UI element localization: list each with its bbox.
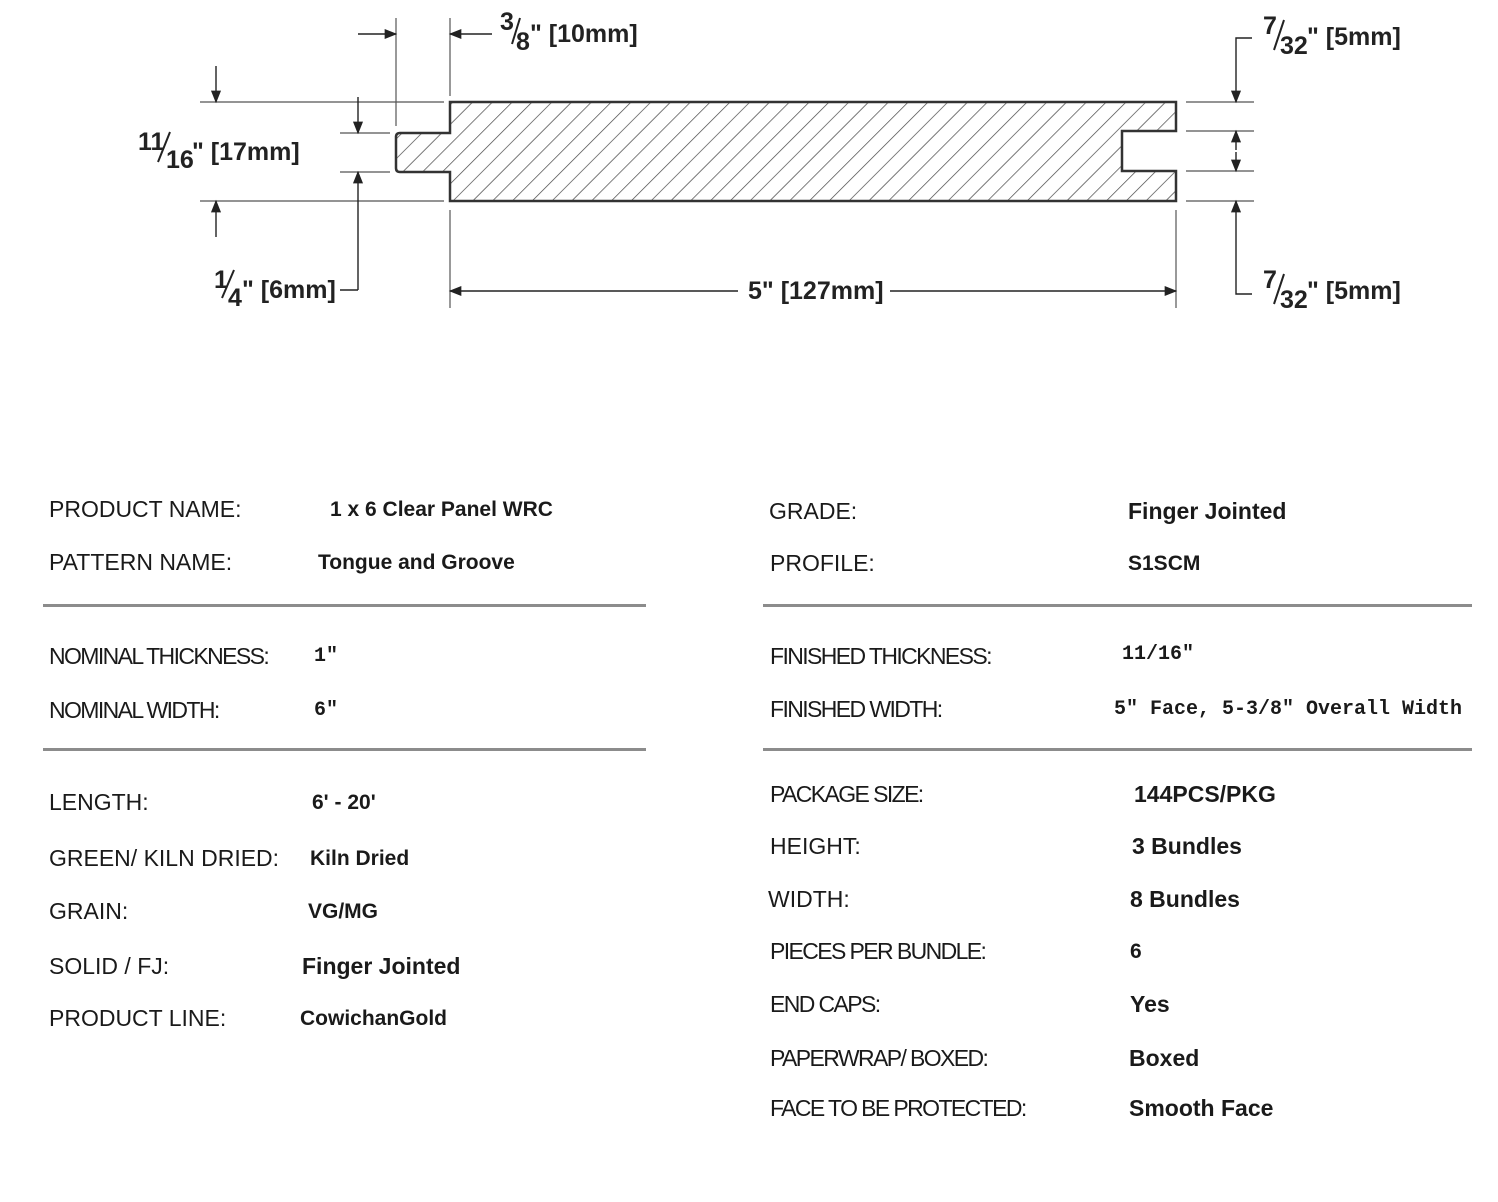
value-package-size: 144PCS/PKG: [1134, 781, 1276, 807]
dim-thickness: 11 16 " [17mm]: [138, 128, 300, 174]
value-height: 3 Bundles: [1132, 833, 1242, 859]
profile-drawing: 3 8 " [10mm] 7 32 " [5mm] 7 32 " [5mm] 1…: [138, 8, 1401, 314]
board-profile: [394, 100, 1178, 203]
value-end-caps: Yes: [1130, 991, 1170, 1017]
divider: [763, 604, 1472, 607]
svg-text:11: 11: [138, 128, 165, 156]
label-end-caps: END CAPS:: [770, 991, 881, 1017]
dim-tongue-thickness: 1 4 " [6mm]: [214, 266, 336, 312]
svg-text:16: 16: [166, 146, 194, 174]
label-green-kiln-dried: GREEN/ KILN DRIED:: [49, 845, 280, 871]
label-package-size: PACKAGE SIZE:: [770, 781, 924, 807]
value-profile: S1SCM: [1128, 552, 1201, 575]
svg-text:4: 4: [228, 284, 242, 312]
label-finished-thickness: FINISHED THICKNESS:: [770, 643, 993, 669]
dim-top-shoulder: 7 32 " [5mm]: [1263, 12, 1401, 60]
label-grade: GRADE:: [769, 498, 858, 524]
svg-text:7: 7: [1263, 12, 1277, 40]
divider: [763, 748, 1472, 751]
svg-text:" [5mm]: " [5mm]: [1307, 277, 1401, 305]
label-height: HEIGHT:: [770, 833, 861, 859]
svg-text:32: 32: [1280, 32, 1308, 60]
value-product-name: 1 x 6 Clear Panel WRC: [330, 498, 553, 521]
svg-text:" [6mm]: " [6mm]: [242, 276, 336, 304]
label-profile: PROFILE:: [770, 550, 875, 576]
value-finished-thickness: 11/16": [1122, 643, 1195, 666]
value-paperwrap-boxed: Boxed: [1129, 1045, 1200, 1071]
label-face-to-be-protected: FACE TO BE PROTECTED:: [770, 1095, 1027, 1121]
svg-text:32: 32: [1280, 286, 1308, 314]
svg-text:7: 7: [1263, 266, 1277, 294]
label-nominal-width: NOMINAL WIDTH:: [49, 697, 220, 723]
value-solid-fj: Finger Jointed: [302, 953, 461, 979]
value-length: 6' - 20': [312, 791, 376, 814]
value-green-kiln-dried: Kiln Dried: [310, 847, 410, 870]
label-nominal-thickness: NOMINAL THICKNESS:: [49, 643, 270, 669]
value-nominal-thickness: 1": [314, 645, 339, 668]
label-width: WIDTH:: [768, 886, 850, 912]
svg-text:3: 3: [500, 8, 514, 36]
label-pattern-name: PATTERN NAME:: [49, 549, 233, 575]
dim-tongue-length: 3 8 " [10mm]: [500, 8, 638, 56]
value-grain: VG/MG: [308, 900, 379, 923]
value-nominal-width: 6": [314, 699, 339, 722]
svg-text:" [10mm]: " [10mm]: [530, 20, 638, 48]
svg-text:1: 1: [214, 266, 228, 294]
label-pieces-per-bundle: PIECES PER BUNDLE:: [770, 938, 987, 964]
value-product-line: CowichanGold: [300, 1007, 447, 1030]
value-width: 8 Bundles: [1130, 886, 1240, 912]
value-pieces-per-bundle: 6: [1130, 940, 1142, 963]
dim-bottom-shoulder: 7 32 " [5mm]: [1263, 266, 1401, 314]
divider: [43, 748, 646, 751]
label-product-line: PRODUCT LINE:: [49, 1005, 227, 1031]
value-finished-width: 5" Face, 5-3/8" Overall Width: [1114, 698, 1463, 721]
label-grain: GRAIN:: [49, 898, 129, 924]
label-finished-width: FINISHED WIDTH:: [770, 696, 943, 722]
svg-text:8: 8: [516, 28, 530, 56]
value-grade: Finger Jointed: [1128, 498, 1287, 524]
label-length: LENGTH:: [49, 789, 149, 815]
label-solid-fj: SOLID / FJ:: [49, 953, 170, 979]
divider: [43, 604, 646, 607]
label-product-name: PRODUCT NAME:: [49, 496, 242, 522]
value-face-to-be-protected: Smooth Face: [1129, 1095, 1274, 1121]
dim-face-width: 5" [127mm]: [748, 277, 884, 305]
svg-text:" [17mm]: " [17mm]: [192, 138, 300, 166]
label-paperwrap-boxed: PAPERWRAP/ BOXED:: [770, 1045, 989, 1071]
value-pattern-name: Tongue and Groove: [318, 551, 515, 574]
svg-text:" [5mm]: " [5mm]: [1307, 23, 1401, 51]
